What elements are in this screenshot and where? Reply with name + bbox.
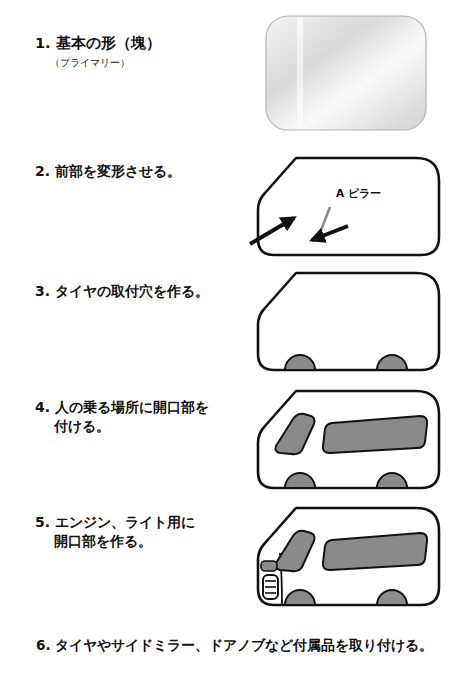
body-with-windows (258, 391, 439, 488)
step-text: 1. 基本の形（塊） (35, 34, 161, 54)
step-text: 2. 前部を変形させる。 (35, 162, 181, 181)
deformed-body (258, 158, 439, 255)
step-text: 4. 人の乗る場所に開口部を 付ける。 (35, 398, 213, 436)
step-text: 3. タイヤの取付穴を作る。 (35, 282, 209, 301)
primary-block (266, 16, 426, 130)
push-arrow (250, 218, 294, 244)
note-text: （プライマリー） (50, 57, 130, 70)
step-text: 6. タイヤやサイドミラー、ドアノブなど付属品を取り付ける。 (36, 636, 433, 654)
push-arrow (312, 226, 348, 240)
part-label: A ピラー (336, 186, 381, 200)
body-with-front-openings (258, 508, 439, 605)
step-text: 5. エンジン、ライト用に 開口部を作る。 (35, 513, 199, 551)
body-with-wheel-holes (258, 273, 439, 370)
